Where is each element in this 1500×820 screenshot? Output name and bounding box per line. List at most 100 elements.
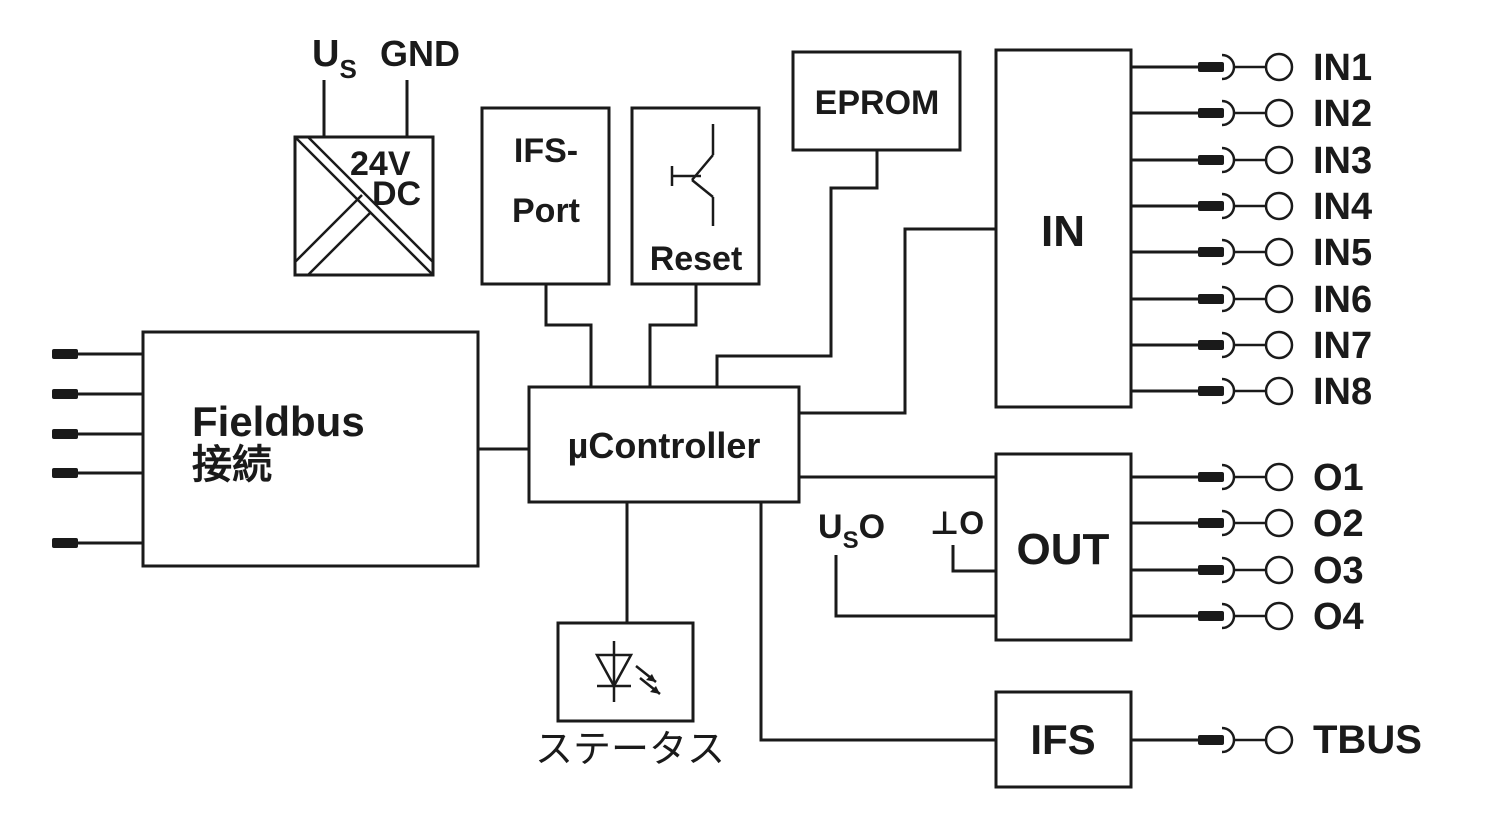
voltage-label: 24V	[350, 145, 411, 183]
terminal-pin	[1198, 565, 1224, 575]
us-label: US	[312, 33, 357, 84]
in-box	[994, 48, 1133, 409]
terminal-pin	[1198, 62, 1224, 72]
contact-circle-icon	[1264, 98, 1294, 128]
status-block: ステータス	[535, 621, 725, 771]
channel-connector: O4	[1131, 596, 1364, 638]
terminal-pin	[1198, 472, 1224, 482]
controller-label: µController	[568, 425, 761, 466]
fieldbus-sub-label: 接続	[192, 443, 272, 487]
power-supply: US GND 24V DC	[293, 33, 460, 277]
terminal-pin	[52, 429, 78, 439]
channel-label: O2	[1313, 503, 1364, 545]
channel-label: IN1	[1313, 47, 1372, 89]
channel-label: IN2	[1313, 93, 1372, 135]
ifs-port-line2: Port	[512, 192, 580, 230]
contact-circle-icon	[1264, 462, 1294, 492]
contact-circle-icon	[1264, 52, 1294, 82]
channel-label: O1	[1313, 457, 1364, 499]
channel-connector: O2	[1131, 503, 1364, 545]
uso-wire	[834, 555, 996, 618]
tbus-connector: TBUS	[1131, 718, 1422, 762]
terminal-pin	[52, 349, 78, 359]
channel-connector: IN6	[1131, 279, 1372, 321]
channel-connector: TBUS	[1131, 718, 1422, 762]
output-ground-wire	[951, 545, 996, 573]
ifs-port-line1: IFS-	[514, 132, 578, 170]
led-icon	[594, 641, 661, 702]
terminal-pin	[1198, 247, 1224, 257]
channel-connector: IN7	[1131, 325, 1372, 367]
contact-circle-icon	[1264, 191, 1294, 221]
terminal-pin	[52, 538, 78, 548]
interconnect-wiring	[478, 150, 996, 742]
status-box	[556, 621, 695, 723]
channel-connector: IN4	[1131, 186, 1372, 228]
status-label: ステータス	[535, 727, 725, 771]
terminal-pin	[1198, 108, 1224, 118]
dc-label: DC	[372, 175, 421, 213]
terminal-pin	[1198, 611, 1224, 621]
contact-circle-icon	[1264, 555, 1294, 585]
eprom-label: EPROM	[815, 84, 940, 122]
channel-connector: IN1	[1131, 47, 1372, 89]
terminal-pin	[52, 468, 78, 478]
channel-label: IN6	[1313, 279, 1372, 321]
channel-connector: IN8	[1131, 371, 1372, 413]
eprom-box	[791, 50, 962, 152]
out-box	[994, 452, 1133, 642]
terminal-pin	[52, 389, 78, 399]
controller-block: µController	[527, 385, 801, 504]
channel-connector: O1	[1131, 457, 1364, 499]
ifs-label: IFS	[1030, 716, 1095, 763]
contact-circle-icon	[1264, 330, 1294, 360]
contact-circle-icon	[1264, 145, 1294, 175]
contact-circle-icon	[1264, 376, 1294, 406]
ifs-block: IFS TBUS	[994, 690, 1422, 789]
reset-block: Reset	[630, 106, 761, 286]
channel-connector: IN2	[1131, 93, 1372, 135]
ifs-port-block: IFS- Port	[480, 106, 611, 286]
channel-label: IN4	[1313, 186, 1372, 228]
terminal-pin	[1198, 155, 1224, 165]
reset-label: Reset	[650, 240, 743, 278]
channel-connector: IN5	[1131, 232, 1372, 274]
channel-label: IN8	[1313, 371, 1372, 413]
ifs-port-controller-wire	[544, 284, 593, 387]
channel-connector: IN3	[1131, 140, 1372, 182]
fieldbus-label: Fieldbus	[192, 398, 365, 445]
uso-label: USO	[818, 508, 885, 554]
fieldbus-box	[141, 330, 480, 568]
channel-label: TBUS	[1313, 718, 1422, 762]
in-label: IN	[1041, 207, 1085, 256]
terminal-pin	[1198, 518, 1224, 528]
terminal-pin	[1198, 735, 1224, 745]
ifs-box	[994, 690, 1133, 789]
switch-icon	[670, 124, 715, 226]
contact-circle-icon	[1264, 284, 1294, 314]
contact-circle-icon	[1264, 725, 1294, 755]
terminal-pin	[1198, 340, 1224, 350]
channel-connector: O3	[1131, 550, 1364, 592]
channel-label: IN5	[1313, 232, 1372, 274]
eprom-block: EPROM	[791, 50, 962, 152]
contact-circle-icon	[1264, 508, 1294, 538]
fieldbus-terminals	[52, 349, 143, 548]
contact-circle-icon	[1264, 601, 1294, 631]
terminal-pin	[1198, 386, 1224, 396]
eprom-controller-wire	[715, 150, 879, 387]
channel-label: IN3	[1313, 140, 1372, 182]
ifs-controller-wire	[759, 502, 996, 742]
reset-controller-wire	[648, 284, 698, 387]
gnd-label: GND	[380, 33, 460, 74]
out-label: OUT	[1017, 525, 1110, 574]
channel-label: IN7	[1313, 325, 1372, 367]
fieldbus-block: Fieldbus 接続	[52, 330, 480, 568]
contact-circle-icon	[1264, 237, 1294, 267]
power-converter-icon	[294, 136, 434, 276]
